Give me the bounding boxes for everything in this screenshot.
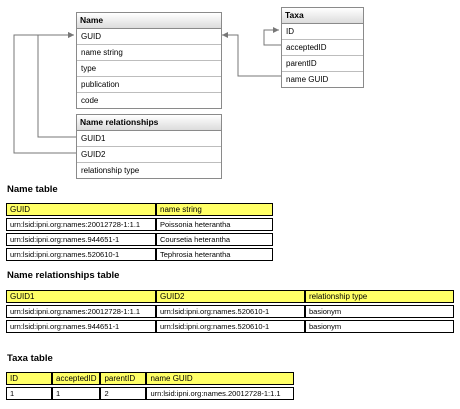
entity-field: publication — [77, 77, 221, 93]
table-cell: urn:lsid:ipni.org:names.944651-1 — [6, 233, 156, 246]
table-cell: 1 — [6, 387, 52, 400]
table-header-row: GUID name string — [6, 203, 273, 216]
entity-field: name GUID — [286, 75, 329, 84]
table-row: urn:lsid:ipni.org:names:20012728-1:1.1 P… — [6, 218, 273, 231]
table-cell: urn:lsid:ipni.org:names.20012728-1:1.1 — [146, 387, 295, 400]
table-cell: urn:lsid:ipni.org:names.944651-1 — [6, 320, 156, 333]
column-header: parentID — [100, 372, 147, 385]
column-header: name GUID — [146, 372, 295, 385]
column-header: relationship type — [305, 290, 454, 303]
entity-title: Name relationships — [77, 115, 221, 131]
table-header-row: ID acceptedID parentID name GUID — [6, 372, 295, 385]
table-cell: urn:lsid:ipni.org:names:20012728-1:1.1 — [6, 305, 156, 318]
taxa-table-title: Taxa table — [7, 353, 53, 364]
table-cell: 1 — [52, 387, 101, 400]
table-row: urn:lsid:ipni.org:names:20012728-1:1.1 u… — [6, 305, 454, 318]
table-cell: Poissonia heterantha — [156, 218, 273, 231]
table-row: urn:lsid:ipni.org:names.944651-1 urn:lsi… — [6, 320, 454, 333]
entity-field: GUID1 — [77, 131, 221, 147]
table-cell: 2 — [100, 387, 147, 400]
entity-name-relationships: Name relationships GUID1 GUID2 relations… — [76, 114, 222, 179]
column-header: acceptedID — [52, 372, 101, 385]
entity-name: Name GUID name string type publication c… — [76, 12, 222, 109]
table-cell: urn:lsid:ipni.org:names.520610-1 — [156, 305, 305, 318]
table-cell: basionym — [305, 305, 454, 318]
entity-field: acceptedID — [282, 40, 363, 56]
entity-field: relationship type — [81, 166, 140, 175]
entity-field: ID — [282, 24, 363, 40]
entity-title: Taxa — [282, 8, 363, 24]
rel-table-title: Name relationships table — [7, 270, 120, 281]
relationship-connectors — [13, 27, 281, 154]
table-cell: Coursetia heterantha — [156, 233, 273, 246]
connector-guid1-to-guid — [37, 32, 76, 138]
table-cell: urn:lsid:ipni.org:names:20012728-1:1.1 — [6, 218, 156, 231]
table-cell: Tephrosia heterantha — [156, 248, 273, 261]
entity-field: name string — [77, 45, 221, 61]
table-header-row: GUID1 GUID2 relationship type — [6, 290, 454, 303]
entity-field: GUID — [77, 29, 221, 45]
name-table-title: Name table — [7, 184, 58, 195]
column-header: GUID — [6, 203, 156, 216]
connector-nameguid-to-guid — [222, 32, 281, 77]
entity-title: Name — [77, 13, 221, 29]
entity-field: GUID2 — [77, 147, 221, 163]
table-row: 1 1 2 urn:lsid:ipni.org:names.20012728-1… — [6, 387, 295, 400]
column-header: name string — [156, 203, 273, 216]
table-row: urn:lsid:ipni.org:names.520610-1 Tephros… — [6, 248, 273, 261]
column-header: GUID1 — [6, 290, 156, 303]
name-table: GUID name string urn:lsid:ipni.org:names… — [6, 201, 273, 263]
entity-field: parentID — [282, 56, 363, 72]
name-relationships-table: GUID1 GUID2 relationship type urn:lsid:i… — [6, 288, 454, 335]
connector-acceptedid-to-id — [263, 27, 281, 46]
column-header: ID — [6, 372, 52, 385]
connector-guid2-to-guid — [13, 32, 76, 154]
entity-field: code — [81, 96, 99, 105]
column-header: GUID2 — [156, 290, 305, 303]
table-cell: urn:lsid:ipni.org:names.520610-1 — [156, 320, 305, 333]
table-row: urn:lsid:ipni.org:names.944651-1 Courset… — [6, 233, 273, 246]
entity-taxa: Taxa ID acceptedID parentID name GUID — [281, 7, 364, 88]
entity-field: type — [77, 61, 221, 77]
taxa-table: ID acceptedID parentID name GUID 1 1 2 u… — [6, 370, 295, 402]
table-cell: urn:lsid:ipni.org:names.520610-1 — [6, 248, 156, 261]
table-cell: basionym — [305, 320, 454, 333]
